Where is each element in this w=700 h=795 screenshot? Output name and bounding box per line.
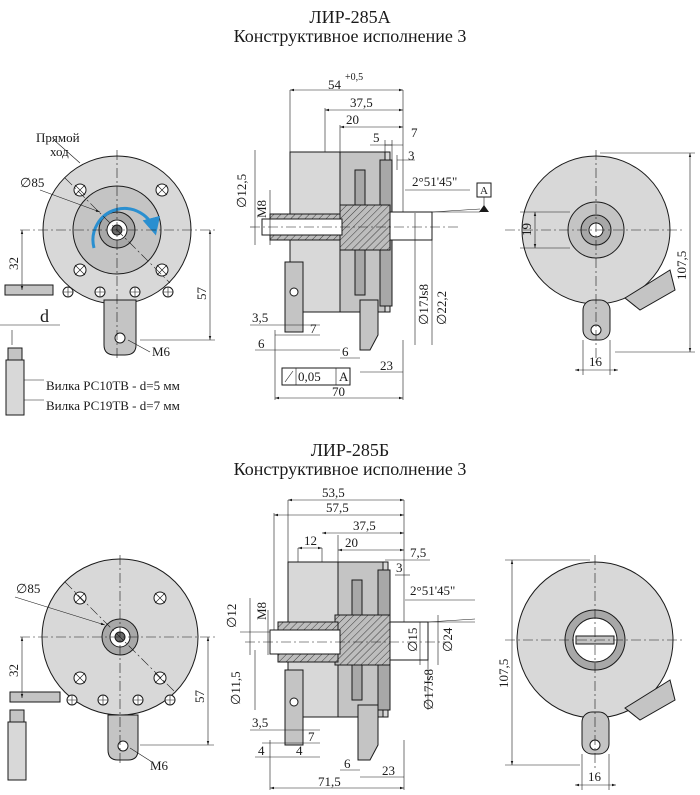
b-dim-3-label: 3: [396, 560, 403, 575]
b-dia-17-label: ∅17Js8: [421, 669, 436, 710]
dim-37-5-label: 37,5: [350, 95, 373, 110]
b-dim-3-5-label: 3,5: [252, 715, 268, 730]
b-dia-11-5-label: ∅11,5: [228, 671, 243, 705]
b-dim-7-5-label: 7,5: [410, 545, 426, 560]
b-dim-71-5-label: 71,5: [318, 774, 341, 789]
rotation-arrow: [91, 206, 161, 249]
screw-holes-bottom: [66, 591, 176, 706]
thread-m8-label: М8: [254, 200, 269, 218]
dim-70-label: 70: [332, 384, 345, 399]
runout-tolerance-value: 0,05: [298, 369, 321, 384]
bottom-rear-view: 107,5 16: [496, 555, 685, 790]
dim-6a-label: 6: [258, 336, 265, 351]
b-dim-32-label: 32: [6, 664, 21, 677]
b-dim-16-label: 16: [588, 769, 602, 784]
top-variant-title: Конструктивное исполнение 3: [233, 26, 467, 46]
screw-holes: [62, 183, 174, 298]
dim-16-label: 16: [589, 354, 603, 369]
b-dim-12-label: 12: [304, 533, 317, 548]
b-dim-23-label: 23: [382, 763, 395, 778]
dim-54-tolerance: +0,5: [345, 72, 363, 83]
dim-5-label: 5: [373, 130, 380, 145]
b-dia-12-label: ∅12: [224, 604, 239, 628]
dim-7a-label: 7: [411, 125, 418, 140]
top-rear-view: 19 107,5 16: [505, 150, 695, 375]
dim-3-5-label: 3,5: [252, 310, 268, 325]
dim-20-label: 20: [346, 112, 359, 127]
mount-tab: [103, 299, 137, 356]
bottom-front-view: ∅85 32 57 М6: [6, 555, 215, 781]
b-thread-m8-label: М8: [254, 602, 269, 620]
plug-rc19-label: Вилка РС19ТВ - d=7 мм: [46, 398, 180, 413]
runout-tolerance-frame: [281, 367, 351, 386]
b-dim-53-5-label: 53,5: [322, 485, 345, 500]
b-dim-37-5-label: 37,5: [353, 518, 376, 533]
b-dim-7-label: 7: [308, 729, 315, 744]
diameter-85-label: ∅85: [20, 175, 44, 190]
b-dim-6-label: 6: [344, 756, 351, 771]
dim-6b-label: 6: [342, 344, 349, 359]
direct-label-2: ход: [50, 144, 69, 159]
dim-54-label: 54: [328, 77, 342, 92]
dim-3-label: 3: [408, 148, 415, 163]
datum-a-label: A: [480, 185, 488, 197]
b-dim-4b-label: 4: [296, 743, 303, 758]
dia-17-label: ∅17Js8: [416, 284, 431, 325]
dim-19-label: 19: [519, 223, 534, 236]
b-diameter-85-label: ∅85: [16, 581, 40, 596]
bottom-variant-title: Конструктивное исполнение 3: [233, 459, 467, 479]
b-dim-20-label: 20: [345, 535, 358, 550]
angle-label: 2°51'45": [412, 174, 457, 189]
top-front-view: Прямой ход ∅85 32 57 d М6 Вилка РС10ТВ -…: [0, 130, 215, 416]
b-dim-57-label: 57: [192, 690, 207, 704]
direct-label-1: Прямой: [36, 130, 80, 145]
top-side-view: 54 +0,5 37,5 20 5 7 3 2°51'45" A ∅12,5 М…: [234, 72, 492, 400]
dim-57-label: 57: [194, 287, 209, 301]
runout-datum-value: A: [339, 369, 349, 384]
b-thread-m6-label: М6: [150, 758, 169, 773]
dim-107-5-label: 107,5: [674, 251, 689, 280]
bottom-side-view: 53,5 57,5 37,5 12 20 7,5 3 2°51'45" ∅12 …: [224, 485, 476, 790]
b-dim-57-5-label: 57,5: [326, 500, 349, 515]
dim-32-label: 32: [6, 257, 21, 270]
dim-d-label: d: [40, 306, 49, 326]
top-model-title: ЛИР-285А: [309, 7, 391, 27]
b-dim-107-5-label: 107,5: [496, 659, 511, 688]
dia-22-2-label: ∅22,2: [434, 291, 449, 325]
b-angle-label: 2°51'45": [410, 583, 455, 598]
dia-12-5-label: ∅12,5: [234, 174, 249, 208]
dim-7b-label: 7: [310, 321, 317, 336]
b-dim-4a-label: 4: [258, 743, 265, 758]
bottom-model-title: ЛИР-285Б: [310, 440, 390, 460]
dim-23-label: 23: [380, 358, 393, 373]
b-dia-24-label: ∅24: [440, 627, 455, 652]
b-dia-15-label: ∅15: [405, 628, 420, 652]
thread-m6-label: М6: [152, 344, 171, 359]
plug-rc10-label: Вилка РС10ТВ - d=5 мм: [46, 378, 180, 393]
